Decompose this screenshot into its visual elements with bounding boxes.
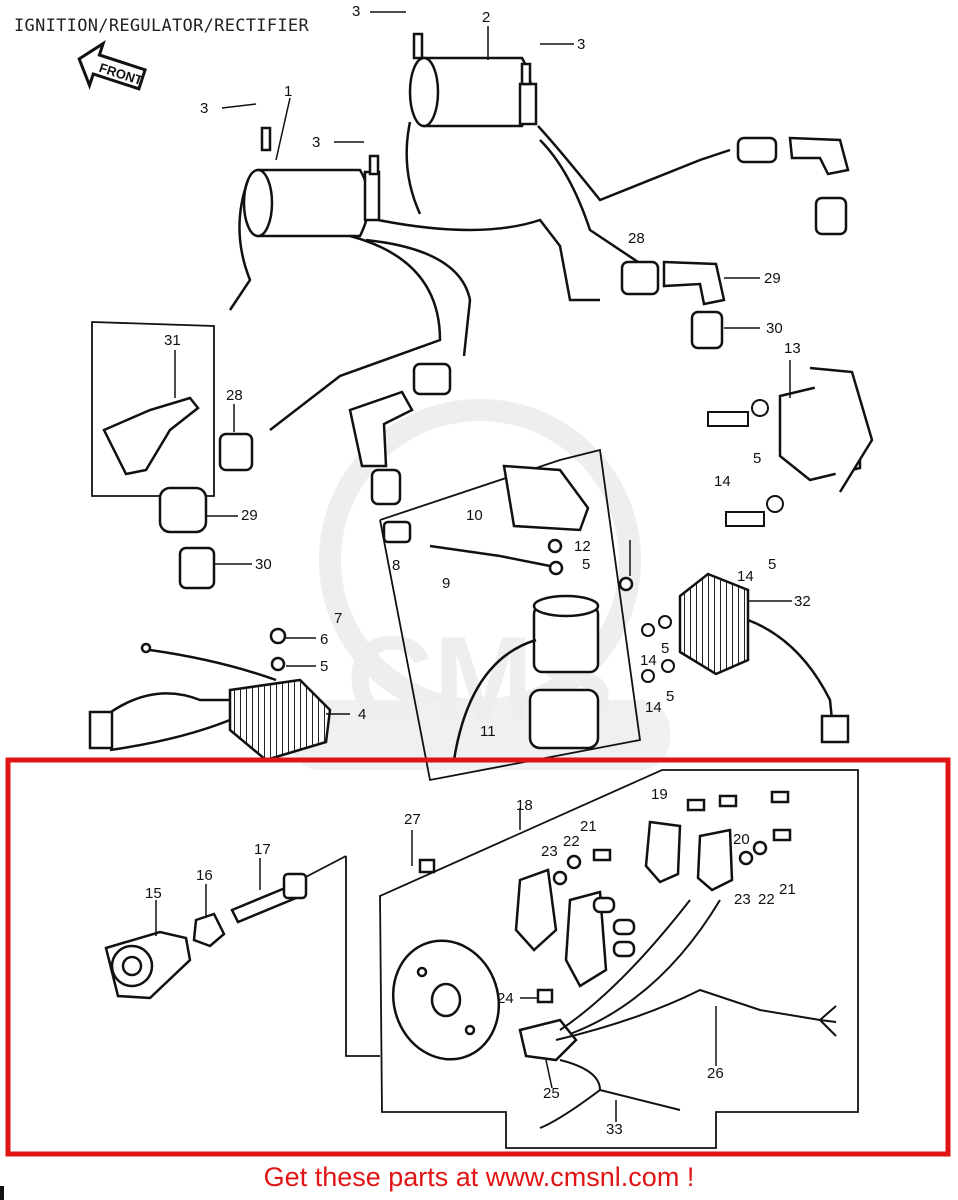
callout-21b: 21 <box>779 881 796 898</box>
callout-10: 10 <box>466 507 483 524</box>
callout-9: 9 <box>442 575 451 592</box>
highlight-frame <box>5 757 951 1157</box>
plug-cap-box <box>91 321 215 497</box>
callout-22b: 22 <box>758 891 775 908</box>
callout-1: 1 <box>284 83 293 100</box>
edge-mark <box>0 1186 4 1200</box>
callout-26: 26 <box>707 1065 724 1082</box>
pickup-assembly-box <box>299 769 859 1149</box>
callout-14b: 14 <box>737 568 754 585</box>
callout-17: 17 <box>254 841 271 858</box>
callout-4: 4 <box>358 706 367 723</box>
wiring-harness <box>539 899 837 1129</box>
callout-3a: 3 <box>352 3 361 20</box>
advancer-15 <box>104 930 192 1000</box>
callout-28b: 28 <box>226 387 243 404</box>
page-title: IGNITION/REGULATOR/RECTIFIER <box>14 16 309 36</box>
callout-13: 13 <box>784 340 801 357</box>
footer-link-text[interactable]: Get these parts at www.cmsnl.com ! <box>263 1162 695 1192</box>
pickup-plates <box>418 790 792 1062</box>
callout-16: 16 <box>196 867 213 884</box>
watermark-logo: CMS <box>290 399 670 770</box>
callout-14d: 14 <box>645 699 662 716</box>
callout-5b: 5 <box>582 556 591 573</box>
callout-22a: 22 <box>563 833 580 850</box>
callout-5a: 5 <box>320 658 329 675</box>
callout-32: 32 <box>794 593 811 610</box>
bolt-17 <box>230 872 308 924</box>
callout-5d: 5 <box>768 556 777 573</box>
callout-21a: 21 <box>580 818 597 835</box>
callout-12: 12 <box>574 538 591 555</box>
callout-28a: 28 <box>628 230 645 247</box>
rectifier-32 <box>678 572 850 744</box>
nut-16 <box>192 912 226 948</box>
callout-3c: 3 <box>200 100 209 117</box>
callout-8: 8 <box>392 557 401 574</box>
callout-29b: 29 <box>241 507 258 524</box>
pickup-base-plate <box>391 939 501 1061</box>
leader-lines <box>155 11 792 1122</box>
ht-leads <box>228 121 731 431</box>
callout-18: 18 <box>516 797 533 814</box>
callout-6: 6 <box>320 631 329 648</box>
front-arrow: FRONT <box>77 40 147 91</box>
callout-20: 20 <box>733 831 750 848</box>
ignition-coil-2 <box>408 32 538 128</box>
callout-14c: 14 <box>640 652 657 669</box>
callout-15: 15 <box>145 885 162 902</box>
callout-27: 27 <box>404 811 421 828</box>
callout-30b: 30 <box>255 556 272 573</box>
callout-2: 2 <box>482 9 491 26</box>
callout-3b: 3 <box>577 36 586 53</box>
callout-19: 19 <box>651 786 668 803</box>
callout-5f: 5 <box>666 688 675 705</box>
callout-5e: 5 <box>661 640 670 657</box>
callout-23b: 23 <box>734 891 751 908</box>
callout-29a: 29 <box>764 270 781 287</box>
callout-7: 7 <box>334 610 343 627</box>
regulator-4 <box>88 627 332 762</box>
callout-30a: 30 <box>766 320 783 337</box>
callout-24: 24 <box>497 990 514 1007</box>
relay-parts <box>382 464 634 761</box>
callout-31: 31 <box>164 332 181 349</box>
callout-14a: 14 <box>714 473 731 490</box>
bolts-right <box>641 399 784 683</box>
callout-23a: 23 <box>541 843 558 860</box>
callout-5c: 5 <box>753 450 762 467</box>
regulator-13 <box>778 366 874 493</box>
callout-3d: 3 <box>312 134 321 151</box>
plug-cap-31 <box>102 396 216 590</box>
ignition-coil-1 <box>242 126 381 238</box>
callout-25: 25 <box>543 1085 560 1102</box>
callout-11: 11 <box>480 723 496 740</box>
callout-33: 33 <box>606 1121 623 1138</box>
plug-caps-top <box>218 136 850 506</box>
